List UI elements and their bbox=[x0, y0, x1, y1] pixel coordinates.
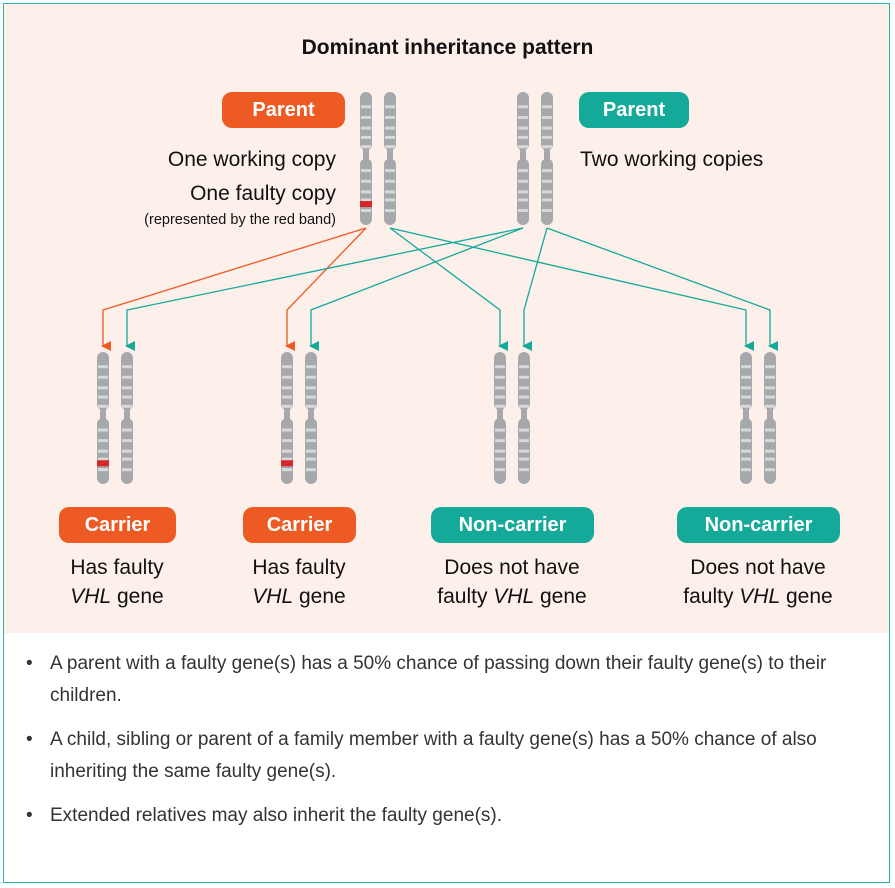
child-badge-2: Carrier bbox=[243, 507, 356, 543]
bullet-item: •A child, sibling or parent of a family … bbox=[26, 729, 817, 782]
teal-arrow bbox=[522, 227, 548, 351]
inheritance-diagram bbox=[97, 92, 778, 484]
bullet-item: •Extended relatives may also inherit the… bbox=[26, 805, 503, 826]
chromosome bbox=[305, 352, 317, 484]
teal-arrow bbox=[389, 227, 508, 351]
chromosome bbox=[740, 352, 752, 484]
outer-frame bbox=[3, 3, 890, 883]
teal-arrow bbox=[546, 227, 778, 351]
parent-badge-faulty: Parent bbox=[222, 92, 345, 128]
orange-arrow bbox=[101, 227, 367, 351]
chromosome bbox=[384, 92, 396, 225]
chromosome bbox=[518, 352, 530, 484]
faulty-band bbox=[281, 460, 293, 467]
diagram-title: Dominant inheritance pattern bbox=[301, 36, 594, 59]
chromosome bbox=[517, 92, 529, 225]
chromosome bbox=[121, 352, 133, 484]
teal-arrow bbox=[389, 227, 754, 351]
parent1-note: (represented by the red band) bbox=[144, 212, 336, 228]
chromosome bbox=[281, 352, 293, 484]
child-desc-4-faulty: faulty VHL bbox=[683, 585, 781, 608]
bullet-item: •A parent with a faulty gene(s) has a 50… bbox=[26, 653, 827, 706]
parent2-line1: Two working copies bbox=[580, 148, 764, 171]
bullet-list: •A parent with a faulty gene(s) has a 50… bbox=[20, 648, 860, 844]
child-badge-1: Carrier bbox=[59, 507, 176, 543]
child-desc-3-faulty: faulty VHL bbox=[437, 585, 535, 608]
teal-arrow bbox=[125, 227, 524, 351]
chromosome bbox=[764, 352, 776, 484]
parent1-line1: One working copy bbox=[167, 148, 336, 171]
child-badge-4: Non-carrier bbox=[677, 507, 840, 543]
chromosome-group bbox=[97, 92, 776, 484]
faulty-band bbox=[360, 201, 372, 208]
parent-badge-working: Parent bbox=[579, 92, 689, 128]
faulty-band bbox=[97, 460, 109, 467]
chromosome bbox=[97, 352, 109, 484]
parent1-line2: One faulty copy bbox=[190, 182, 336, 205]
teal-arrow bbox=[309, 227, 524, 351]
chromosome bbox=[360, 92, 372, 225]
chromosome bbox=[541, 92, 553, 225]
inheritance-arrows bbox=[101, 227, 778, 351]
orange-arrow bbox=[285, 227, 367, 351]
child-badge-3: Non-carrier bbox=[431, 507, 594, 543]
chromosome bbox=[494, 352, 506, 484]
